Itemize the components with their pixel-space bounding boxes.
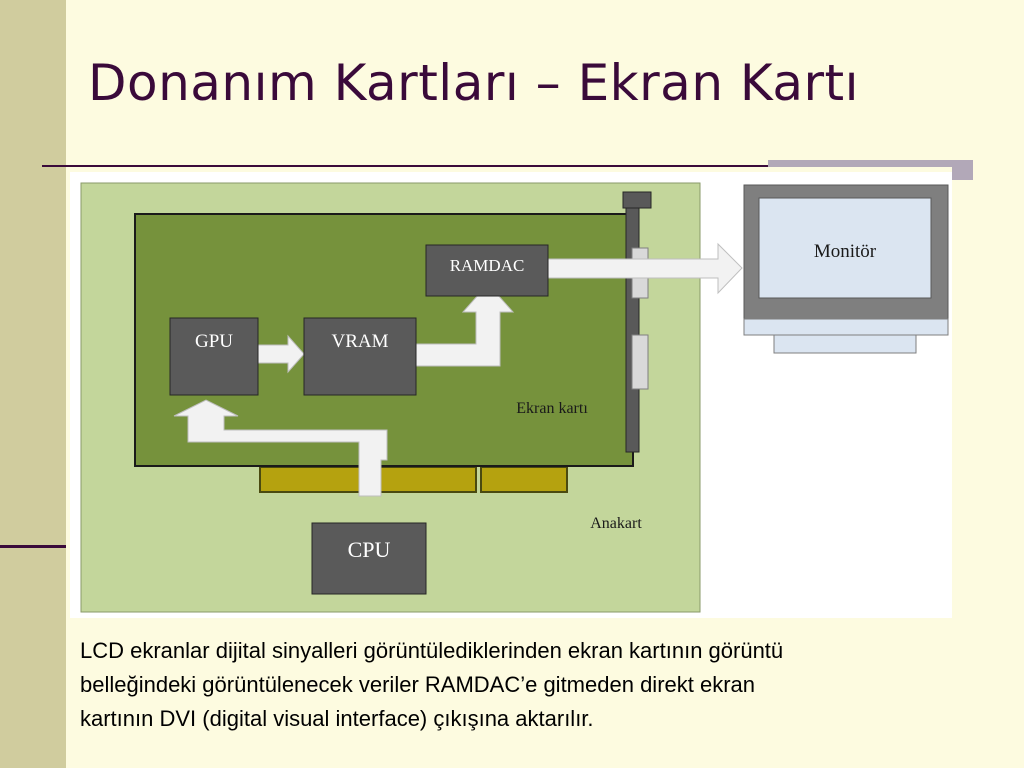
- graphics-card-label: Ekran kartı: [516, 400, 588, 417]
- vram-label: VRAM: [331, 331, 388, 352]
- caption-line: LCD ekranlar dijital sinyalleri görüntül…: [80, 638, 784, 663]
- left-decor-rule: [0, 545, 66, 548]
- title-underline: [42, 165, 972, 167]
- monitor-label: Monitör: [814, 241, 877, 262]
- caption-line: belleğindeki görüntülenecek veriler RAMD…: [80, 672, 756, 697]
- accent-bar-tick: [952, 167, 973, 180]
- accent-bar: [768, 160, 973, 167]
- monitor-screen: [758, 197, 932, 299]
- vram-chip: [303, 317, 417, 396]
- monitor-base: [743, 318, 949, 336]
- card-bracket-top: [622, 191, 652, 209]
- left-decor-band: [0, 0, 66, 768]
- ramdac-to-monitor-arrow: [547, 242, 743, 295]
- cpu-label: CPU: [348, 537, 391, 562]
- vram-to-ramdac-arrow: [415, 283, 515, 367]
- cpu-to-gpu-arrow: [173, 399, 388, 497]
- monitor-stand: [773, 334, 917, 354]
- slide-title: Donanım Kartları – Ekran Kartı: [88, 54, 860, 112]
- gpu-to-vram-arrow: [257, 334, 305, 374]
- vga-port: [631, 334, 649, 390]
- cpu-chip: [311, 522, 427, 595]
- graphics-card-diagram: RAMDAC GPU VRAM CPU Monitör Ekran kartı …: [70, 172, 952, 618]
- gpu-label: GPU: [195, 331, 233, 352]
- caption-line: kartının DVI (digital visual interface) …: [80, 706, 594, 731]
- ramdac-label: RAMDAC: [450, 256, 525, 275]
- gpu-chip: [169, 317, 259, 396]
- motherboard-label: Anakart: [590, 515, 642, 532]
- ramdac-chip: [425, 244, 549, 297]
- caption-text: LCD ekranlar dijital sinyalleri görüntül…: [80, 634, 1000, 736]
- pci-slot-short: [480, 466, 568, 493]
- card-bracket: [625, 207, 640, 453]
